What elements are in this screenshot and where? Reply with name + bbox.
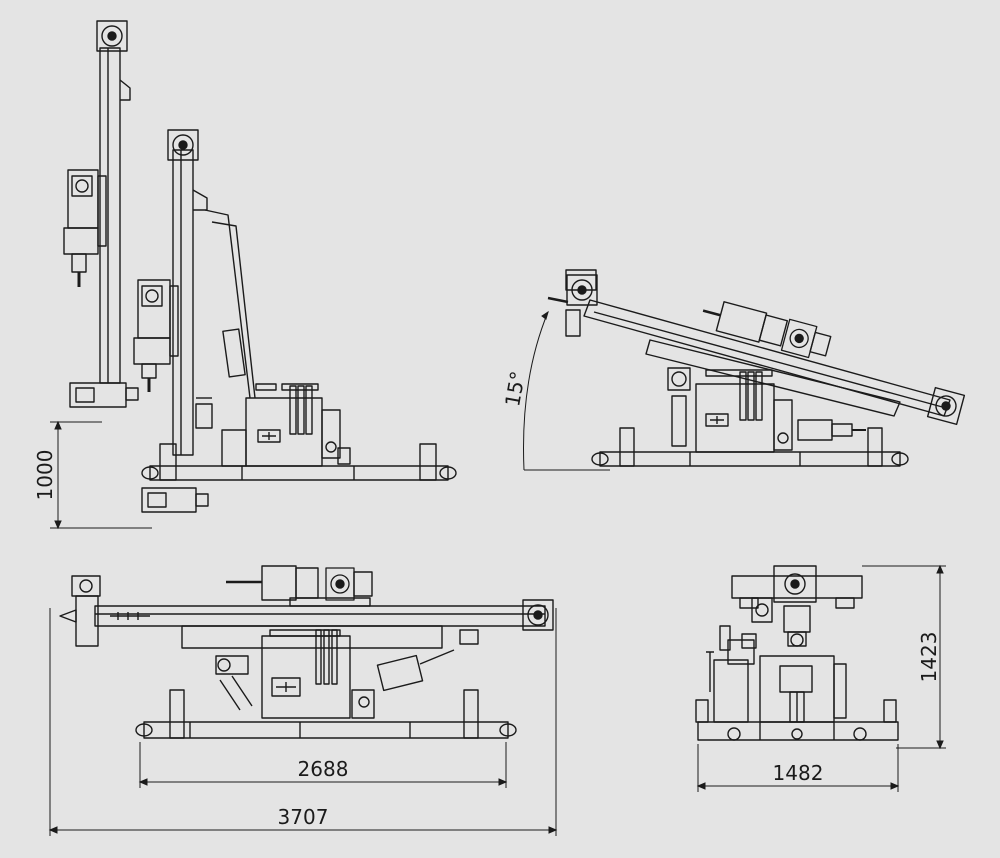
dimension-label-overall-length: 3707 <box>278 805 329 829</box>
dimension-overall-height <box>862 564 946 750</box>
dimension-wheelbase <box>138 742 508 788</box>
side-view-tilted <box>547 269 966 467</box>
side-view-horizontal <box>59 565 554 739</box>
dimension-label-overall-width: 1482 <box>773 761 824 785</box>
dimension-label-mast-lift: 1000 <box>33 450 57 501</box>
dimension-overall-width <box>696 744 900 792</box>
dimension-label-wheelbase: 2688 <box>298 757 349 781</box>
dimension-overall-length <box>48 608 558 836</box>
front-view <box>695 565 899 741</box>
side-view-upright <box>63 20 457 513</box>
dimension-tilt-angle <box>523 310 610 471</box>
dimension-label-overall-height: 1423 <box>917 632 941 683</box>
dimension-mast-lift <box>50 420 152 530</box>
